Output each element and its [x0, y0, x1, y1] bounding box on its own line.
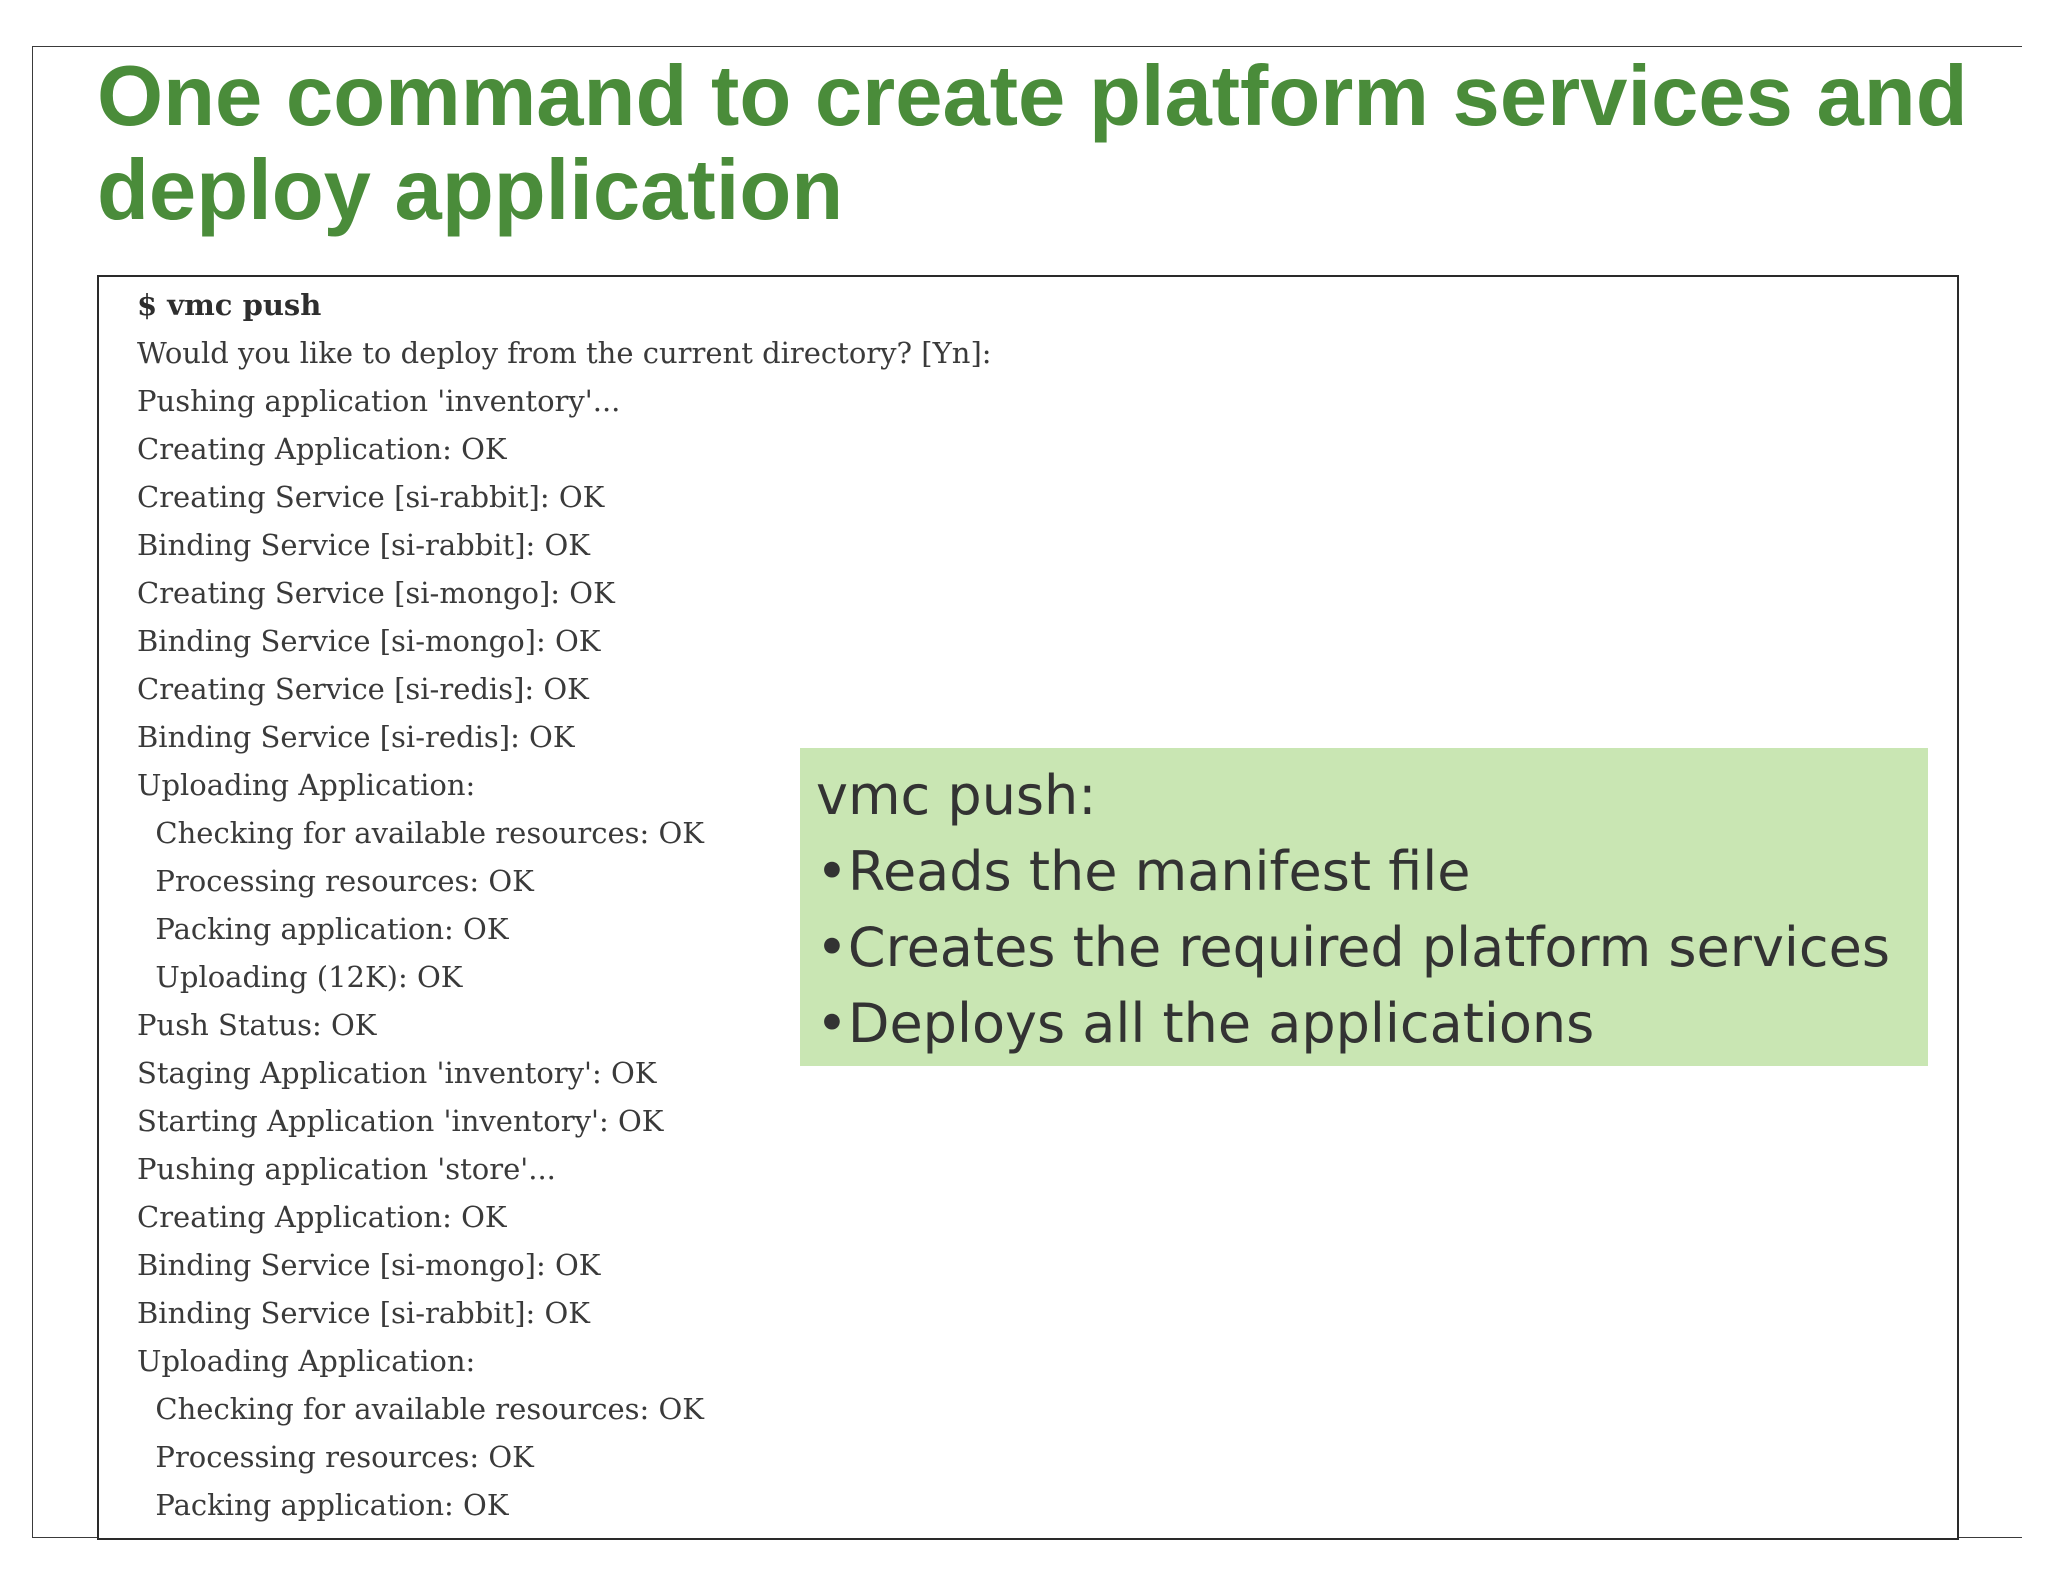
terminal-line: Checking for available resources: OK [137, 1392, 704, 1426]
terminal-line: Processing resources: OK [137, 1440, 534, 1474]
terminal-line: Creating Service [si-redis]: OK [137, 672, 589, 706]
terminal-line: Binding Service [si-mongo]: OK [137, 624, 601, 658]
slide-title: One command to create platform services … [97, 49, 1968, 238]
terminal-line: Uploading (12K): OK [137, 960, 463, 994]
terminal-line: Binding Service [si-rabbit]: OK [137, 1296, 590, 1330]
terminal-line: Pushing application 'store'... [137, 1152, 556, 1186]
callout-bullet-text: Deploys all the applications [847, 992, 1595, 1055]
terminal-line: Uploading Application: [137, 768, 476, 802]
terminal-line: Binding Service [si-redis]: OK [137, 720, 575, 754]
callout-bullet-text: Creates the required platform services [847, 916, 1890, 979]
terminal-command-line: $ vmc push [137, 288, 322, 322]
terminal-line: Creating Service [si-rabbit]: OK [137, 480, 605, 514]
terminal-line: Creating Application: OK [137, 1200, 507, 1234]
callout-bullet-list: •Reads the manifest file •Creates the re… [816, 834, 1912, 1062]
terminal-line: Staging Application 'inventory': OK [137, 1056, 657, 1090]
callout-bullet-item: •Deploys all the applications [816, 986, 1912, 1062]
bullet-icon: • [816, 916, 848, 979]
terminal-line: Binding Service [si-rabbit]: OK [137, 528, 590, 562]
terminal-line: Creating Service [si-mongo]: OK [137, 576, 615, 610]
terminal-line: Creating Application: OK [137, 432, 507, 466]
terminal-line: Starting Application 'inventory': OK [137, 1104, 664, 1138]
terminal-line: Push Status: OK [137, 1008, 377, 1042]
terminal-line: Uploading Application: [137, 1344, 476, 1378]
terminal-lines: $ vmc push Would you like to deploy from… [137, 281, 992, 1529]
bullet-icon: • [816, 992, 848, 1055]
terminal-line: Would you like to deploy from the curren… [137, 336, 992, 370]
terminal-line: Packing application: OK [137, 912, 509, 946]
bullet-icon: • [816, 840, 848, 903]
terminal-line: Pushing application 'inventory'... [137, 384, 621, 418]
terminal-line: Checking for available resources: OK [137, 816, 704, 850]
callout-bullet-item: •Creates the required platform services [816, 910, 1912, 986]
terminal-line: Processing resources: OK [137, 864, 534, 898]
terminal-line: Packing application: OK [137, 1488, 509, 1522]
callout-bullet-text: Reads the manifest file [847, 840, 1471, 903]
callout-heading: vmc push: [816, 764, 1097, 827]
terminal-line: Binding Service [si-mongo]: OK [137, 1248, 601, 1282]
callout-box: vmc push: •Reads the manifest file •Crea… [800, 748, 1928, 1066]
callout-bullet-item: •Reads the manifest file [816, 834, 1912, 910]
